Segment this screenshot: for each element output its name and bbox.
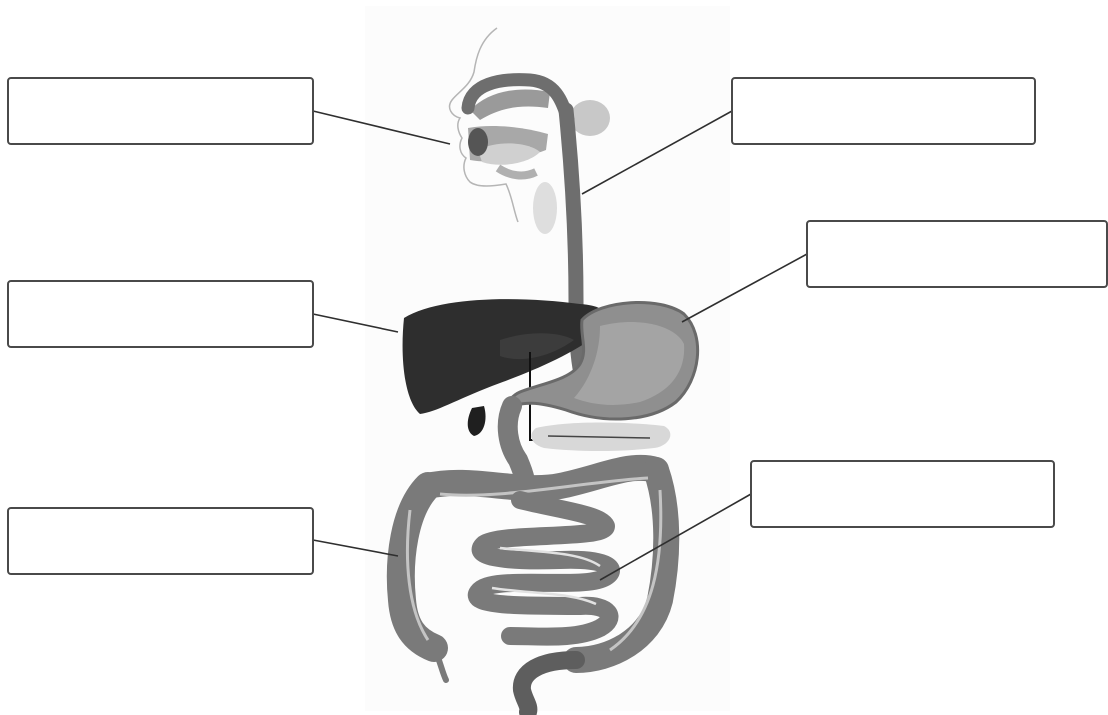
label-box-stomach[interactable] bbox=[807, 221, 1107, 287]
salivary-gland bbox=[570, 100, 610, 136]
label-box-large-intestine[interactable] bbox=[8, 508, 313, 574]
larynx bbox=[533, 182, 557, 234]
label-box-mouth[interactable] bbox=[8, 78, 313, 144]
label-box-small-intestine[interactable] bbox=[751, 461, 1054, 527]
label-box-esophagus[interactable] bbox=[732, 78, 1035, 144]
label-box-liver[interactable] bbox=[8, 281, 313, 347]
teeth bbox=[468, 128, 488, 156]
